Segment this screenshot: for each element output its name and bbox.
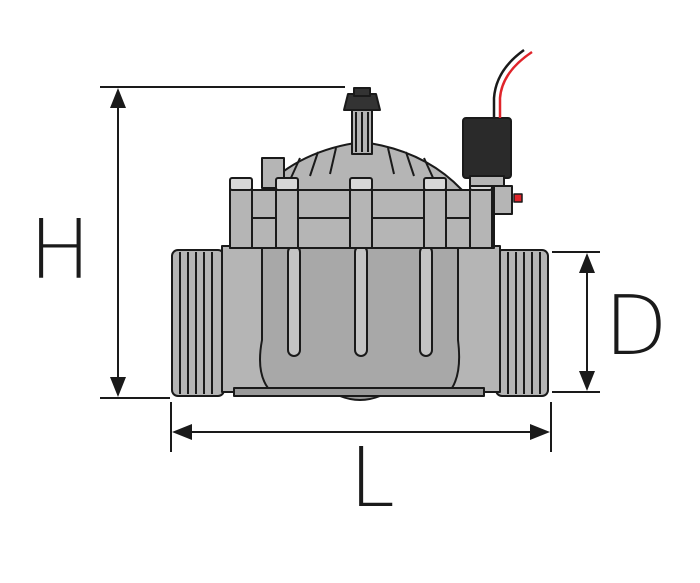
height-arrow-top	[110, 88, 126, 108]
wire-red	[498, 50, 533, 118]
bolt-column	[275, 187, 299, 249]
rib	[354, 245, 368, 357]
bleed-screw	[513, 193, 523, 203]
wire-black	[492, 48, 525, 118]
length-arrow-left	[172, 424, 192, 440]
diameter-arrow-top	[579, 253, 595, 273]
bolt-head	[275, 177, 299, 191]
rib	[419, 245, 433, 357]
height-label: H	[29, 203, 91, 298]
solenoid-wires	[492, 48, 533, 118]
diameter-arrow-bottom	[579, 371, 595, 391]
bolt-head	[229, 177, 253, 191]
valve-drawing	[171, 87, 549, 401]
bolt-column	[229, 187, 253, 249]
rib	[287, 245, 301, 357]
right-threaded-outlet	[495, 249, 549, 397]
height-arrow-bottom	[110, 377, 126, 397]
bolt-head	[423, 177, 447, 191]
valve-drain-bump	[339, 395, 381, 401]
bolt-head	[349, 177, 373, 191]
bolt-column	[469, 187, 493, 249]
diameter-label: D	[604, 279, 667, 374]
length-label: L	[349, 431, 395, 526]
length-arrow-right	[530, 424, 550, 440]
arrowheads	[110, 88, 595, 440]
left-threaded-inlet	[171, 249, 225, 397]
valve-base-plate	[233, 387, 485, 397]
solenoid-adapter	[493, 185, 513, 215]
dimension-lines	[100, 86, 600, 452]
bolt-column	[349, 187, 373, 249]
bolt-column	[423, 187, 447, 249]
solenoid	[462, 117, 512, 179]
